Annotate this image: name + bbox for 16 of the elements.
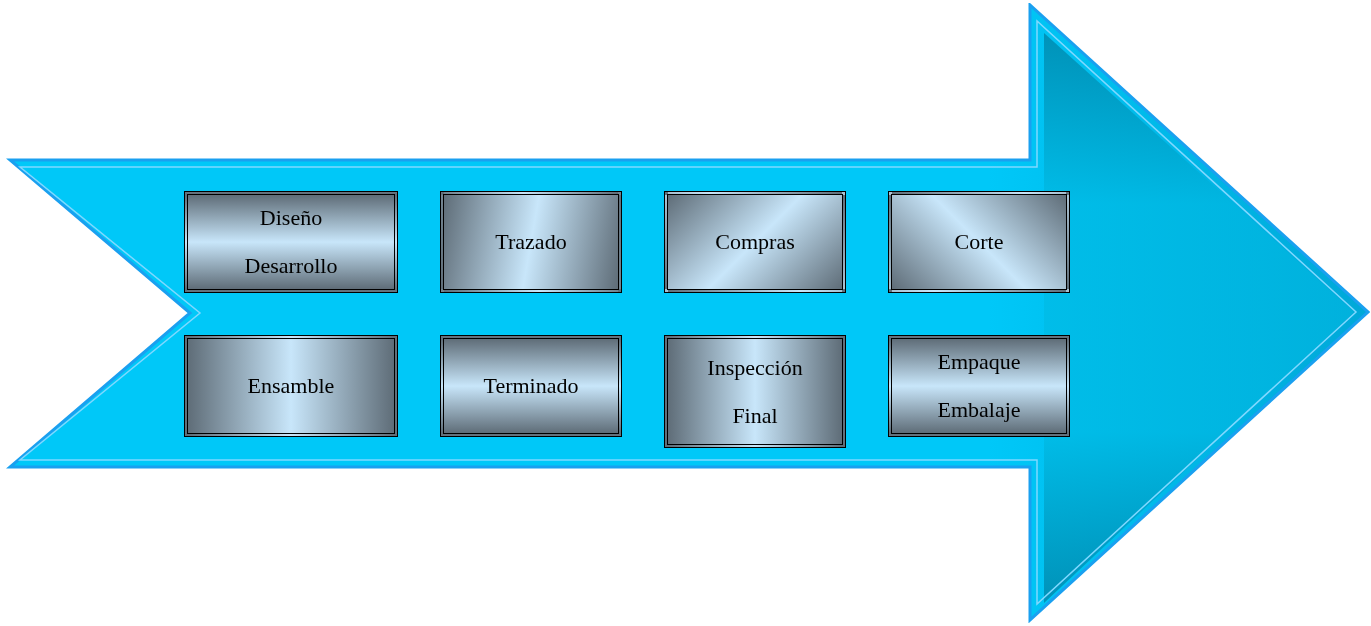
- process-box: [664, 335, 846, 448]
- process-box: [888, 335, 1070, 437]
- process-box: [888, 191, 1070, 293]
- step-label: Inspección Final: [706, 353, 804, 430]
- step-label: Compras: [715, 228, 795, 256]
- step-label: Corte: [954, 228, 1004, 256]
- process-box: [440, 335, 622, 437]
- process-box: [184, 191, 398, 293]
- step-label: Trazado: [495, 228, 567, 256]
- step-label: Diseño Desarrollo: [243, 204, 339, 280]
- step-label: Ensamble: [247, 372, 335, 400]
- step-label: Terminado: [483, 372, 579, 400]
- process-box: [184, 335, 398, 437]
- process-box: [664, 191, 846, 293]
- step-label: Empaque Embalaje: [936, 348, 1022, 424]
- process-box: [440, 191, 622, 293]
